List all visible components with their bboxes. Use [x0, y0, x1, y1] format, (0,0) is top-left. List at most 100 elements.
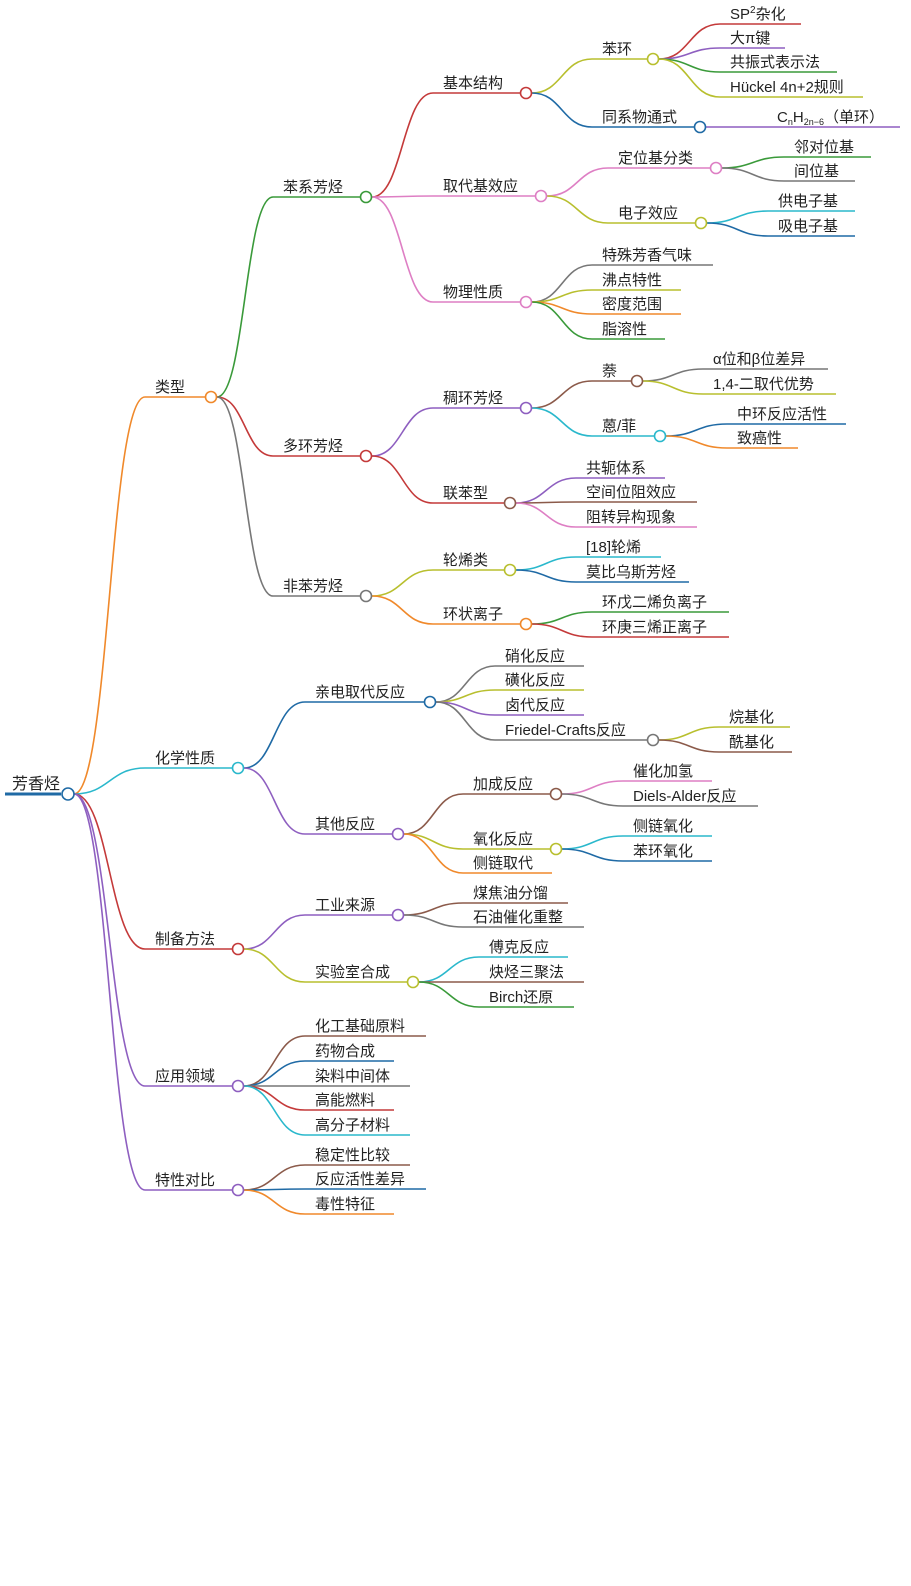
node-label-branches-3-children-3: 高能燃料	[315, 1091, 375, 1109]
node-label-branches-2-children-0-children-1: 石油催化重整	[473, 909, 563, 926]
node-circle-branches-0-children-0-children-1-children-1[interactable]	[694, 216, 708, 230]
node-circle-branches-0-children-2-children-1[interactable]	[519, 617, 533, 631]
edge-branches-0-children-2	[216, 396, 274, 597]
node-circle-branches-0-children-0[interactable]	[359, 190, 373, 204]
node-circle-branches-0-children-2[interactable]	[359, 589, 373, 603]
edge-branches-0-children-0-children-1-children-0-children-0	[721, 156, 785, 169]
node-label-branches-0-children-2-children-1-children-0: 环戊二烯负离子	[602, 594, 707, 611]
root-node-circle[interactable]	[61, 787, 75, 801]
edge-branches-0-children-0-children-1-children-0	[546, 167, 609, 197]
edge-branches-0-children-1-children-0-children-0-children-0	[642, 368, 704, 382]
node-circle-branches-0-children-1-children-1[interactable]	[503, 496, 517, 510]
edge-branches-1-children-1-children-1-children-0	[561, 835, 624, 850]
edge-branches-2-children-1-children-0	[418, 956, 480, 983]
node-label-branches-0-children-1-children-0-children-1-children-1: 致癌性	[737, 430, 782, 447]
node-label-branches-0-children-1-children-0-children-1: 蒽/菲	[602, 418, 636, 435]
node-circle-branches-0-children-1-children-0[interactable]	[519, 401, 533, 415]
node-label-branches-2-children-1: 实验室合成	[315, 964, 390, 981]
edge-branches-0-children-1-children-1	[371, 455, 434, 504]
node-label-branches-2-children-0-children-0: 煤焦油分馏	[473, 885, 548, 902]
edge-branches-0-children-1-children-0-children-1	[531, 407, 593, 437]
node-label-branches-0-children-0: 苯系芳烃	[283, 179, 343, 196]
edge-branches-0-children-0-children-1-children-1	[546, 195, 609, 224]
node-label-branches-0-children-0-children-0-children-0-children-0: SP2杂化	[730, 5, 786, 23]
node-label-branches-3-children-1: 药物合成	[315, 1043, 375, 1060]
node-label-branches-0-children-0-children-2-children-3: 脂溶性	[602, 321, 647, 338]
node-circle-branches-1-children-1[interactable]	[391, 827, 405, 841]
node-circle-branches-0-children-0-children-1-children-0[interactable]	[709, 161, 723, 175]
node-label-branches-1-children-1-children-0-children-1: Diels-Alder反应	[633, 787, 736, 805]
node-circle-branches-0[interactable]	[204, 390, 218, 404]
node-circle-branches-1-children-1-children-1[interactable]	[549, 842, 563, 856]
node-label-branches-0-children-1-children-0-children-0: 萘	[602, 363, 617, 380]
edge-branches-3-children-3	[243, 1085, 306, 1111]
node-circle-branches-0-children-2-children-0[interactable]	[503, 563, 517, 577]
node-label-branches-0-children-1-children-0-children-0-children-1: 1,4-二取代优势	[713, 376, 814, 393]
node-label-branches-0-children-1-children-0-children-1-children-0: 中环反应活性	[737, 405, 827, 423]
edge-branches-0-children-0-children-0	[371, 92, 434, 198]
edge-branches-2-children-1	[243, 948, 306, 983]
node-circle-branches-0-children-1-children-0-children-1[interactable]	[653, 429, 667, 443]
node-circle-branches-0-children-1-children-0-children-0[interactable]	[630, 374, 644, 388]
node-label-branches-3: 应用领域	[155, 1067, 215, 1085]
node-label-branches-0-children-2-children-1: 环状离子	[443, 606, 503, 623]
node-label-branches-1-children-1-children-1-children-1: 苯环氧化	[633, 843, 693, 860]
node-label-branches-0-children-1-children-0-children-0-children-0: α位和β位差异	[713, 351, 805, 368]
node-label-branches-1-children-1-children-0-children-0: 催化加氢	[633, 763, 693, 780]
edge-branches-0-children-0-children-0-children-1	[531, 92, 593, 128]
edge-branches-0-children-2-children-0-children-0	[515, 556, 577, 571]
edge-branches-0	[73, 396, 146, 795]
node-label-branches-0-children-2-children-0-children-0: [18]轮烯	[586, 539, 641, 556]
node-circle-branches-1-children-0[interactable]	[423, 695, 437, 709]
node-label-branches-0-children-2-children-0: 轮烯类	[443, 552, 488, 569]
node-circle-branches-1-children-0-children-3[interactable]	[646, 733, 660, 747]
node-label-branches-0-children-0-children-0: 基本结构	[443, 75, 503, 92]
node-label-branches-0-children-0-children-2-children-2: 密度范围	[602, 296, 662, 313]
node-label-branches-1-children-1-children-1-children-0: 侧链氧化	[633, 818, 693, 835]
node-circle-branches-0-children-0-children-0[interactable]	[519, 86, 533, 100]
edge-branches-0-children-1-children-0	[371, 407, 434, 457]
node-label-branches-0-children-0-children-2-children-0: 特殊芳香气味	[602, 247, 692, 264]
node-circle-branches-3[interactable]	[231, 1079, 245, 1093]
node-circle-branches-1-children-1-children-0[interactable]	[549, 787, 563, 801]
node-circle-branches-0-children-0-children-2[interactable]	[519, 295, 533, 309]
node-circle-branches-0-children-1[interactable]	[359, 449, 373, 463]
node-label-branches-0-children-1-children-1: 联苯型	[443, 485, 488, 502]
node-circle-branches-2-children-1[interactable]	[406, 975, 420, 989]
node-circle-branches-2-children-0[interactable]	[391, 908, 405, 922]
node-label-branches-0-children-0-children-1-children-1-children-0: 供电子基	[778, 193, 838, 210]
node-label-branches-0-children-0-children-2-children-1: 沸点特性	[602, 272, 662, 289]
node-label-branches-1-children-0-children-3-children-1: 酰基化	[729, 734, 774, 751]
edge-branches-1-children-1-children-0-children-0	[561, 780, 624, 795]
node-circle-branches-2[interactable]	[231, 942, 245, 956]
node-label-branches-1-children-0: 亲电取代反应	[315, 683, 405, 701]
node-label-branches-0-children-0-children-1-children-0-children-1: 间位基	[794, 163, 839, 180]
edge-branches-3-children-4	[243, 1085, 306, 1136]
edge-branches-1-children-1	[243, 767, 306, 835]
node-circle-branches-0-children-0-children-0-children-0[interactable]	[646, 52, 660, 66]
edge-branches-0-children-1-children-0-children-0-children-1	[642, 380, 704, 395]
edge-branches-0-children-0-children-2-children-3	[531, 301, 593, 340]
node-label-branches-0-children-2-children-1-children-1: 环庚三烯正离子	[602, 619, 707, 636]
edge-branches-1-children-1-children-0-children-1	[561, 793, 624, 807]
node-label-branches-0-children-0-children-1-children-1: 电子效应	[618, 204, 678, 222]
edge-branches-1-children-1-children-1	[403, 833, 464, 850]
edges	[73, 23, 785, 1215]
edge-branches-2-children-0	[243, 914, 306, 950]
edge-branches-0-children-1-children-0-children-1-children-1	[665, 435, 728, 449]
edge-branches-2-children-0-children-1	[403, 914, 464, 928]
edge-branches-0-children-0	[216, 196, 274, 398]
node-circle-branches-0-children-0-children-0-children-1[interactable]	[693, 120, 707, 134]
edge-branches-2-children-1-children-2	[418, 981, 480, 1008]
node-circle-branches-4[interactable]	[231, 1183, 245, 1197]
edge-branches-0-children-2-children-1-children-1	[531, 623, 593, 638]
edge-branches-3	[73, 793, 146, 1087]
node-label-branches-0-children-0-children-0-children-1: 同系物通式	[602, 109, 677, 126]
edge-branches-0-children-0-children-1	[371, 195, 434, 198]
node-label-branches-4-children-0: 稳定性比较	[315, 1146, 390, 1164]
node-label-branches-1-children-1-children-1: 氧化反应	[473, 830, 533, 848]
node-circle-branches-0-children-0-children-1[interactable]	[534, 189, 548, 203]
node-circle-branches-1[interactable]	[231, 761, 245, 775]
